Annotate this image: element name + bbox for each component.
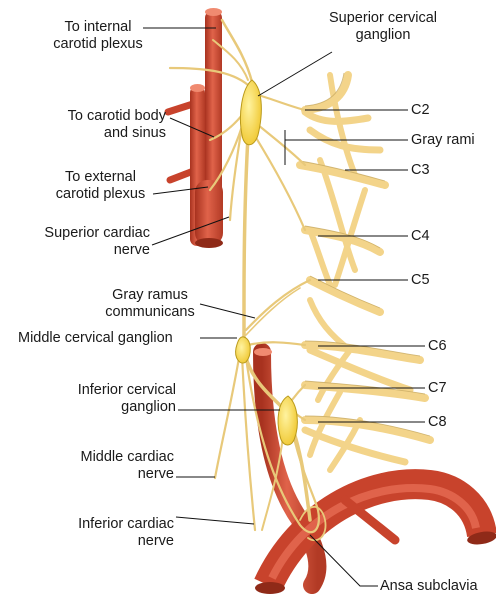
leader-superior-cardiac <box>151 216 230 246</box>
gray-ramus-c2 <box>256 93 307 112</box>
c3-root <box>296 161 389 189</box>
leader-lines <box>143 27 425 587</box>
label-inferior-cervical-line2: ganglion <box>121 399 176 415</box>
label-superior-cervical-ganglion: Superior cervical ganglion <box>313 10 453 44</box>
label-c4: C4 <box>411 228 430 244</box>
c5-root <box>306 276 384 316</box>
label-superior-cardiac-line1: Superior cardiac <box>44 225 150 241</box>
ansa-subclavia-loop <box>244 356 320 534</box>
internal-carotid-artery <box>205 10 222 205</box>
label-inferior-cervical-ganglion: Inferior cervical ganglion <box>40 382 176 416</box>
label-carotid-body: To carotid body and sinus <box>20 108 166 142</box>
label-c8: C8 <box>428 414 447 430</box>
label-internal-carotid: To internal carotid plexus <box>50 19 146 53</box>
subclavian-artery-highlight <box>268 484 480 580</box>
spinal-nerve-roots <box>296 71 434 473</box>
label-middle-cardiac: Middle cardiac nerve <box>40 449 175 483</box>
label-middle-cervical-ganglion: Middle cervical ganglion <box>18 330 173 346</box>
label-external-carotid: To external carotid plexus <box>48 169 153 203</box>
label-external-carotid-line1: To external <box>65 169 136 185</box>
c6-root-b <box>306 346 414 394</box>
internal-carotid-top <box>205 8 222 16</box>
label-internal-carotid-line2: carotid plexus <box>53 36 143 52</box>
label-c6: C6 <box>428 338 447 354</box>
c3-root-b <box>306 126 384 154</box>
label-middle-cardiac-line1: Middle cardiac <box>80 449 175 465</box>
label-c5: C5 <box>411 272 430 288</box>
leader-ansa-subclavia <box>309 534 378 587</box>
brachial-link-4 <box>327 417 363 473</box>
label-superior-cardiac-line2: nerve <box>113 242 150 258</box>
brachial-link-2 <box>315 347 353 403</box>
label-superior-cardiac: Superior cardiac nerve <box>14 225 150 259</box>
gray-ramus-c6 <box>246 341 307 347</box>
superior-cardiac-branch <box>228 118 245 222</box>
ganglia <box>235 79 298 446</box>
common-carotid-end <box>195 238 223 248</box>
label-middle-cardiac-line2: nerve <box>137 466 174 482</box>
label-c2: C2 <box>411 102 430 118</box>
gray-ramus-c7 <box>290 383 307 402</box>
label-internal-carotid-line1: To internal <box>64 19 132 35</box>
plexus-link-4 <box>307 227 333 288</box>
label-ansa-subclavia: Ansa subclavia <box>380 578 478 594</box>
branch-top-left <box>168 66 250 87</box>
branch-internal-carotid-2 <box>212 39 249 81</box>
middle-cardiac-branch <box>213 350 242 480</box>
plexus-link-1 <box>327 72 358 178</box>
external-carotid-top <box>190 84 205 92</box>
plexus-link-2 <box>317 157 358 273</box>
subclavian-upper-branch <box>340 495 400 545</box>
leader-external-carotid <box>152 186 209 195</box>
label-gray-ramus-line2: communicans <box>105 304 195 320</box>
label-gray-ramus-communicans: Gray ramus communicans <box>100 287 200 321</box>
label-superior-cervical-line2: ganglion <box>355 27 411 43</box>
plexus-link-3 <box>332 187 368 288</box>
leader-inferior-cardiac <box>175 516 255 525</box>
label-inferior-cardiac-line2: nerve <box>137 533 174 549</box>
label-c7: C7 <box>428 380 447 396</box>
vertebral-artery-top <box>254 348 272 356</box>
leader-carotid-body <box>169 117 215 138</box>
gray-ramus-c4 <box>248 126 307 232</box>
branch-internal-carotid <box>220 18 254 84</box>
ansa-subclavia-loop-2 <box>299 505 327 542</box>
label-external-carotid-line2: carotid plexus <box>55 186 146 202</box>
vertebral-artery <box>253 343 327 594</box>
leader-superior-cervical <box>257 51 333 97</box>
common-carotid-artery <box>195 180 223 245</box>
subclavian-artery-end-right <box>467 531 496 545</box>
label-inferior-cardiac: Inferior cardiac nerve <box>40 516 174 550</box>
c7-root <box>301 381 429 402</box>
c8-root <box>301 416 434 444</box>
arteries <box>164 8 496 594</box>
brachial-link-3 <box>307 389 343 458</box>
label-c3: C3 <box>411 162 430 178</box>
gray-ramus-c5 <box>244 278 312 332</box>
c2-root-b <box>301 108 372 125</box>
inferior-cardiac-branch <box>240 353 257 532</box>
leader-gray-ramus-communicans <box>199 303 256 319</box>
label-carotid-body-line2: and sinus <box>103 125 166 141</box>
label-superior-cervical-line1: Superior cervical <box>329 10 437 26</box>
label-gray-ramus-line1: Gray ramus <box>112 287 188 303</box>
label-gray-rami: Gray rami <box>411 132 475 148</box>
middle-cervical-ganglion <box>235 336 251 364</box>
label-inferior-cervical-line1: Inferior cervical <box>77 382 176 398</box>
label-carotid-body-line1: To carotid body <box>67 108 166 124</box>
superior-cervical-ganglion <box>239 79 262 146</box>
gray-ramus-c5b <box>245 287 301 336</box>
c6-root <box>301 341 424 364</box>
inferior-cervical-ganglion <box>277 395 298 446</box>
label-inferior-cardiac-line1: Inferior cardiac <box>78 516 174 532</box>
subclavian-artery-end-left <box>255 582 285 594</box>
